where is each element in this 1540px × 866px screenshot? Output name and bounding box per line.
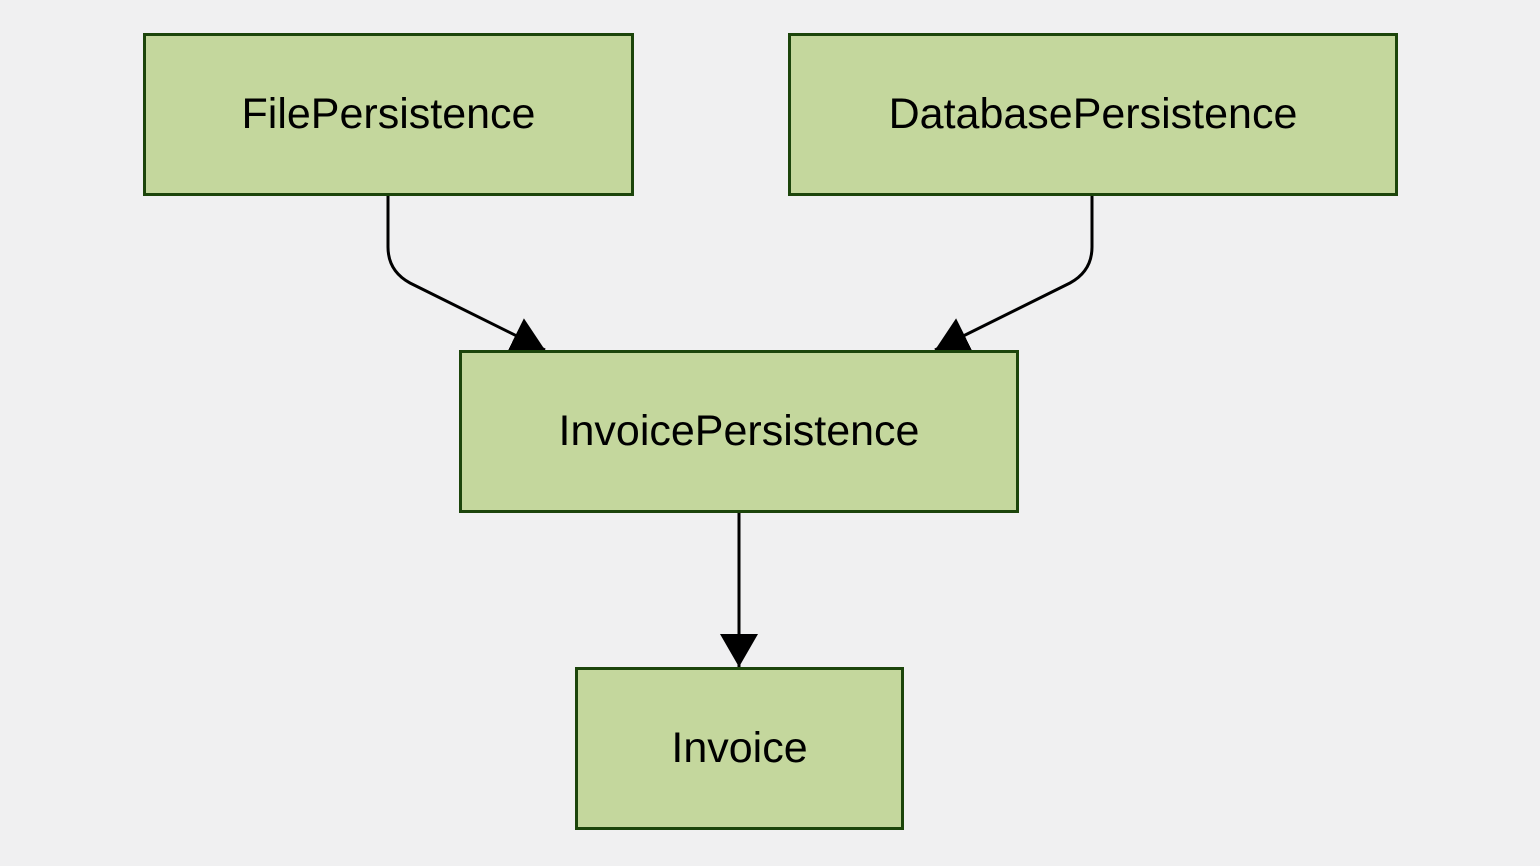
node-invoice-persistence-label: InvoicePersistence: [558, 407, 920, 455]
node-file-persistence-label: FilePersistence: [241, 90, 536, 138]
node-database-persistence-label: DatabasePersistence: [888, 90, 1298, 138]
node-invoice: Invoice: [575, 667, 904, 830]
node-file-persistence: FilePersistence: [143, 33, 634, 196]
edge-filepersistence-to-invoicepersistence: [386, 196, 546, 353]
node-invoice-persistence: InvoicePersistence: [459, 350, 1019, 513]
edge-databasepersistence-to-invoicepersistence: [934, 196, 1094, 353]
node-invoice-label: Invoice: [671, 724, 808, 772]
node-database-persistence: DatabasePersistence: [788, 33, 1398, 196]
